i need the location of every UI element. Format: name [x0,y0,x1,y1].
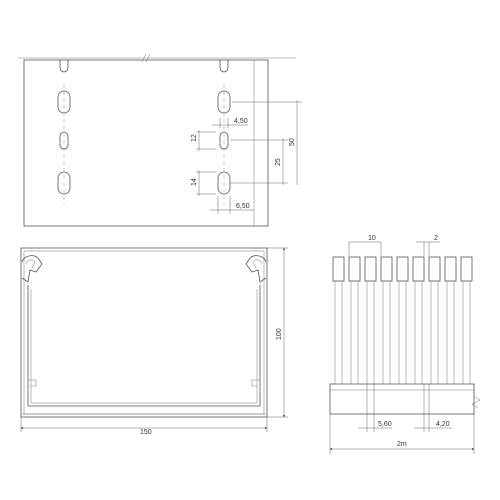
dim-slot-width: 4,50 [234,118,248,125]
dim-spacing-50: 50 [289,138,296,146]
dim-slot-offset: 6,50 [236,203,250,210]
comb-fingers [332,256,473,385]
front-view: 150 100 [20,247,288,436]
dim-pitch: 10 [368,235,376,242]
dim-height: 100 [276,328,283,340]
dim-spacing-25: 25 [275,158,282,166]
dim-width: 150 [140,429,152,436]
dim-gap: 2 [434,235,438,242]
dim-slot-height-small: 12 [191,134,198,142]
dim-finger-width: 5,60 [378,421,392,428]
dim-slot-height-large: 14 [191,178,198,186]
plate-view: 4,50 12 14 25 50 6,50 [18,53,302,227]
dim-length: 2m [397,441,407,448]
comb-view: 10 2 5,60 4,20 2m [329,235,481,454]
dim-base-gap: 4,20 [436,421,450,428]
